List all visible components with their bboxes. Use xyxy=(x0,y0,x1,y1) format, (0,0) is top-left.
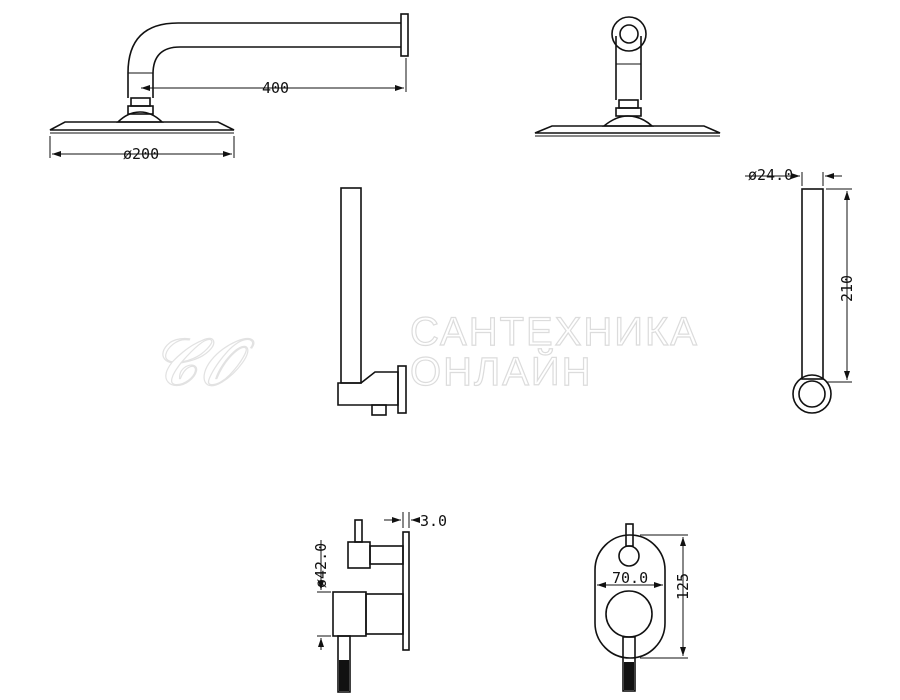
front-ball-joint xyxy=(601,115,655,127)
mixer-valve-side-view: 3.0 ø42.0 xyxy=(312,512,447,693)
front-shower-head xyxy=(534,125,721,134)
shower-head xyxy=(49,121,235,131)
connector-nut xyxy=(130,97,151,107)
dim-arm-height: 210 xyxy=(838,275,856,302)
diverter-lever xyxy=(354,519,363,543)
dim-handle-diameter: ø42.0 xyxy=(312,543,330,588)
mixer-lever xyxy=(337,635,351,693)
front-arm xyxy=(615,36,642,100)
mixer-body xyxy=(365,593,404,635)
holder-wall-plate xyxy=(397,365,407,414)
front-mixer-lever xyxy=(622,636,636,692)
front-holder-rose-inner xyxy=(798,380,826,408)
hand-shower-holder-side-view xyxy=(337,187,407,416)
connector-body xyxy=(127,105,154,115)
ball-joint xyxy=(116,111,164,123)
wall-flange xyxy=(400,13,409,57)
arm-inner xyxy=(152,46,401,98)
diverter-stem-body xyxy=(369,545,404,565)
valve-front-plate xyxy=(594,534,666,659)
watermark-line2: ОНЛАЙН xyxy=(410,348,593,394)
watermark: 𝒞𝒪 САНТЕХНИКА ОНЛАЙН xyxy=(149,309,699,401)
front-lever-knurl xyxy=(624,662,634,690)
front-diverter-knob xyxy=(618,545,640,567)
holder-outlet xyxy=(371,404,387,416)
front-holder-bar xyxy=(801,188,824,380)
watermark-logo: 𝒞𝒪 xyxy=(150,324,255,401)
dim-plate-height: 125 xyxy=(674,573,692,600)
lever-knurl xyxy=(339,660,349,691)
holder-bracket xyxy=(337,371,399,406)
holder-bar xyxy=(340,187,362,384)
hand-shower-holder-front-view: ø24.0 210 xyxy=(745,166,856,414)
shower-arm-side-view: 400 ø200 xyxy=(49,13,409,163)
arm-outer xyxy=(127,22,401,98)
front-holder-rose-outer xyxy=(792,374,832,414)
front-mixer-handle xyxy=(605,590,653,638)
mixer-handle xyxy=(332,591,367,637)
front-diverter-lever xyxy=(625,523,634,547)
watermark-line1: САНТЕХНИКА xyxy=(410,310,699,354)
dim-plate-width: 70.0 xyxy=(612,569,648,587)
dim-arm-diameter: ø24.0 xyxy=(748,166,793,184)
dim-arm-length: 400 xyxy=(262,79,289,97)
valve-wall-plate xyxy=(402,531,410,651)
front-connector-nut xyxy=(618,99,639,109)
dim-head-diameter: ø200 xyxy=(123,145,159,163)
mixer-valve-front-view: 70.0 125 xyxy=(594,523,692,692)
front-connector-body xyxy=(615,107,642,117)
diverter-knob xyxy=(347,541,371,569)
front-flange-inner xyxy=(619,24,639,44)
front-flange-outer xyxy=(611,16,647,52)
dim-valve-projection: 3.0 xyxy=(420,512,447,530)
shower-arm-front-view xyxy=(534,16,721,137)
